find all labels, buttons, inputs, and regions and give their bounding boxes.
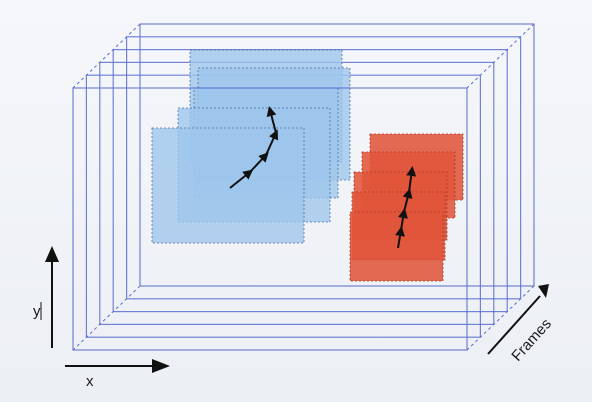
frame-outline <box>125 36 522 300</box>
frame-depth-edge <box>72 285 141 351</box>
frame-outline <box>139 23 535 287</box>
frame-stack-front <box>72 87 468 351</box>
red-motion-arrow <box>398 208 408 231</box>
red-object-stack <box>349 133 464 282</box>
x-axis-label: x <box>86 373 94 390</box>
x-axis <box>65 359 170 373</box>
frame-depth-edge <box>72 23 141 89</box>
frames-axis <box>487 284 549 355</box>
blue-motion-arrow <box>229 169 254 189</box>
red-motion-arrow <box>402 188 413 213</box>
red-motion-arrow <box>406 166 417 193</box>
blue-motion-arrow <box>265 129 279 156</box>
y-axis-label: y <box>33 303 41 320</box>
frame-outline <box>72 87 468 351</box>
y-axis <box>45 246 59 348</box>
red-motion-arrow <box>395 226 405 249</box>
frame-depth-edge <box>466 23 535 89</box>
blue-motion-arrow <box>266 106 277 134</box>
blue-object-box <box>151 127 305 244</box>
blue-motion-arrow <box>249 152 269 173</box>
blue-object-stack <box>151 49 351 244</box>
red-object-box <box>349 211 444 282</box>
motion-trajectories <box>229 106 417 249</box>
